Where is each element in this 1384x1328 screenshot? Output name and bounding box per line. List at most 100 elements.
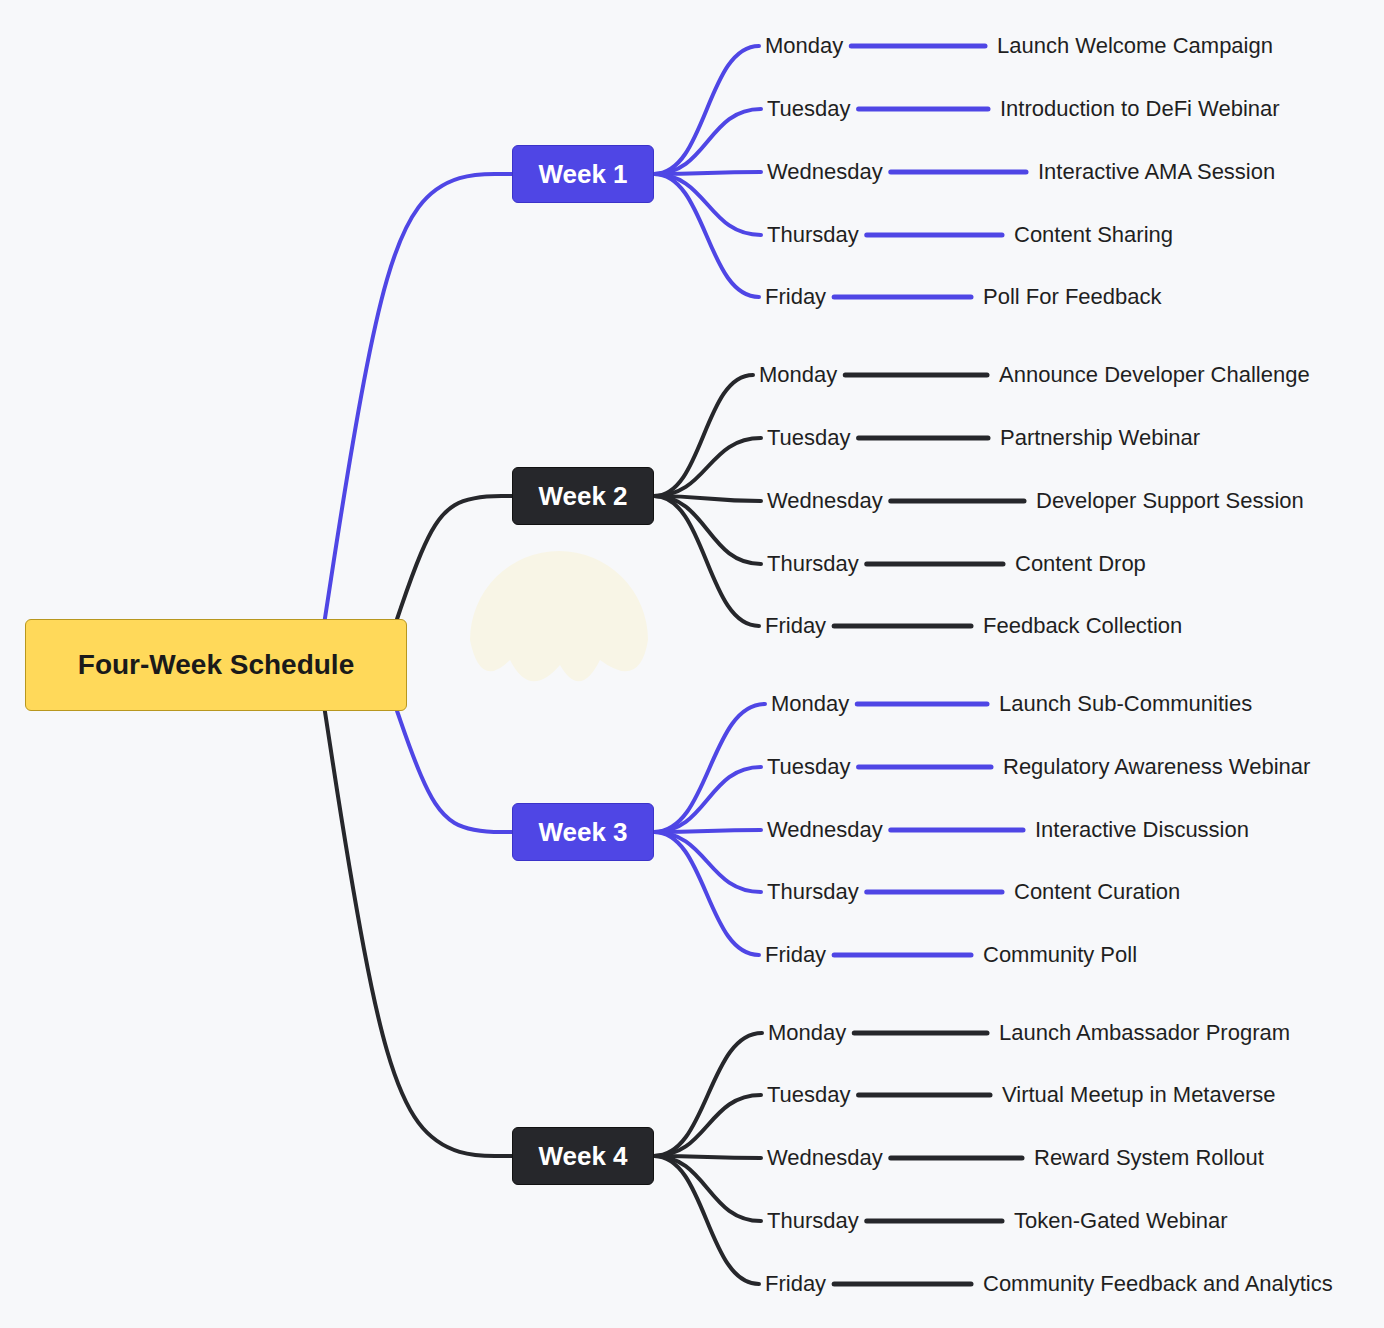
topic-text: Feedback Collection: [983, 613, 1182, 639]
branch-line: [654, 172, 761, 174]
branch-line: [859, 106, 988, 111]
topic-text: Wednesday: [767, 159, 883, 185]
topic-text: Community Feedback and Analytics: [983, 1271, 1333, 1297]
day-topic: Monday: [765, 33, 843, 59]
branch-line: [654, 830, 761, 832]
topic-text: Friday: [765, 1271, 826, 1297]
day-topic: Monday: [771, 691, 849, 717]
topic-text: Tuesday: [767, 96, 851, 122]
topic-text: Monday: [759, 362, 837, 388]
branch-line: [891, 1155, 1022, 1160]
branch-line: [397, 496, 512, 619]
branch-line: [859, 435, 988, 440]
branch-line: [654, 375, 753, 496]
topic-text: Four-Week Schedule: [78, 649, 354, 681]
activity-topic: Community Poll: [983, 942, 1137, 968]
day-topic: Tuesday: [767, 1082, 851, 1108]
topic-text: Launch Sub-Communities: [999, 691, 1252, 717]
topic-text: Launch Welcome Campaign: [997, 33, 1273, 59]
branch-line: [867, 1218, 1002, 1223]
topic-text: Content Drop: [1015, 551, 1146, 577]
topic-text: Token-Gated Webinar: [1014, 1208, 1228, 1234]
activity-topic: Launch Sub-Communities: [999, 691, 1252, 717]
activity-topic: Content Sharing: [1014, 222, 1173, 248]
branch-line: [859, 764, 991, 769]
branch-line: [654, 438, 761, 496]
branch-line: [654, 1095, 761, 1156]
topic-text: Week 4: [538, 1141, 627, 1172]
day-topic: Thursday: [767, 1208, 859, 1234]
branch-line: [867, 889, 1002, 894]
branch-line: [834, 294, 971, 299]
activity-topic: Content Curation: [1014, 879, 1180, 905]
day-topic: Friday: [765, 942, 826, 968]
activity-topic: Community Feedback and Analytics: [983, 1271, 1333, 1297]
topic-text: Thursday: [767, 222, 859, 248]
activity-topic: Developer Support Session: [1036, 488, 1304, 514]
activity-topic: Virtual Meetup in Metaverse: [1002, 1082, 1276, 1108]
day-topic: Thursday: [767, 551, 859, 577]
branch-line: [854, 1030, 987, 1035]
day-topic: Wednesday: [767, 159, 883, 185]
topic-text: Virtual Meetup in Metaverse: [1002, 1082, 1276, 1108]
branch-line: [654, 1033, 762, 1156]
day-topic: Wednesday: [767, 817, 883, 843]
week-box: Week 1: [512, 145, 654, 203]
topic-text: Partnership Webinar: [1000, 425, 1200, 451]
activity-topic: Reward System Rollout: [1034, 1145, 1264, 1171]
topic-text: Community Poll: [983, 942, 1137, 968]
topic-text: Thursday: [767, 1208, 859, 1234]
root-topic-box: Four-Week ScheduleWeek 1: [25, 619, 407, 711]
branch-line: [654, 767, 761, 832]
topic-text: Reward System Rollout: [1034, 1145, 1264, 1171]
day-topic: Wednesday: [767, 1145, 883, 1171]
branch-line: [845, 372, 987, 377]
activity-topic: Launch Ambassador Program: [999, 1020, 1290, 1046]
topic-text: Week 3: [538, 817, 627, 848]
day-topic: Monday: [759, 362, 837, 388]
activity-topic: Announce Developer Challenge: [999, 362, 1310, 388]
activity-topic: Partnership Webinar: [1000, 425, 1200, 451]
topic-text: Content Curation: [1014, 879, 1180, 905]
topic-text: Wednesday: [767, 817, 883, 843]
activity-topic: Feedback Collection: [983, 613, 1182, 639]
topic-text: Content Sharing: [1014, 222, 1173, 248]
activity-topic: Regulatory Awareness Webinar: [1003, 754, 1310, 780]
branch-line: [834, 623, 971, 628]
activity-topic: Poll For Feedback: [983, 284, 1162, 310]
topic-text: Regulatory Awareness Webinar: [1003, 754, 1310, 780]
day-topic: Thursday: [767, 879, 859, 905]
topic-text: Friday: [765, 942, 826, 968]
topic-text: Poll For Feedback: [983, 284, 1162, 310]
branch-line: [654, 832, 759, 955]
topic-text: Interactive AMA Session: [1038, 159, 1275, 185]
branch-line: [834, 1281, 971, 1286]
day-topic: Friday: [765, 284, 826, 310]
branch-line: [325, 174, 512, 619]
topic-text: Wednesday: [767, 1145, 883, 1171]
topic-text: Monday: [765, 33, 843, 59]
topic-text: Interactive Discussion: [1035, 817, 1249, 843]
branch-line: [867, 232, 1002, 237]
topic-text: Friday: [765, 613, 826, 639]
branch-line: [654, 174, 759, 297]
day-topic: Tuesday: [767, 754, 851, 780]
topic-text: Tuesday: [767, 754, 851, 780]
branch-line: [859, 1092, 990, 1097]
branch-line: [654, 109, 761, 174]
branch-line: [851, 43, 985, 48]
topic-text: Tuesday: [767, 1082, 851, 1108]
topic-text: Launch Ambassador Program: [999, 1020, 1290, 1046]
branch-line: [857, 701, 987, 706]
activity-topic: Launch Welcome Campaign: [997, 33, 1273, 59]
branch-line: [891, 498, 1024, 503]
topic-text: Wednesday: [767, 488, 883, 514]
topic-text: Announce Developer Challenge: [999, 362, 1310, 388]
day-topic: Friday: [765, 1271, 826, 1297]
branch-line: [397, 711, 512, 832]
branch-line: [654, 832, 761, 892]
topic-text: Friday: [765, 284, 826, 310]
activity-topic: Interactive Discussion: [1035, 817, 1249, 843]
watermark-logo: [470, 551, 648, 681]
